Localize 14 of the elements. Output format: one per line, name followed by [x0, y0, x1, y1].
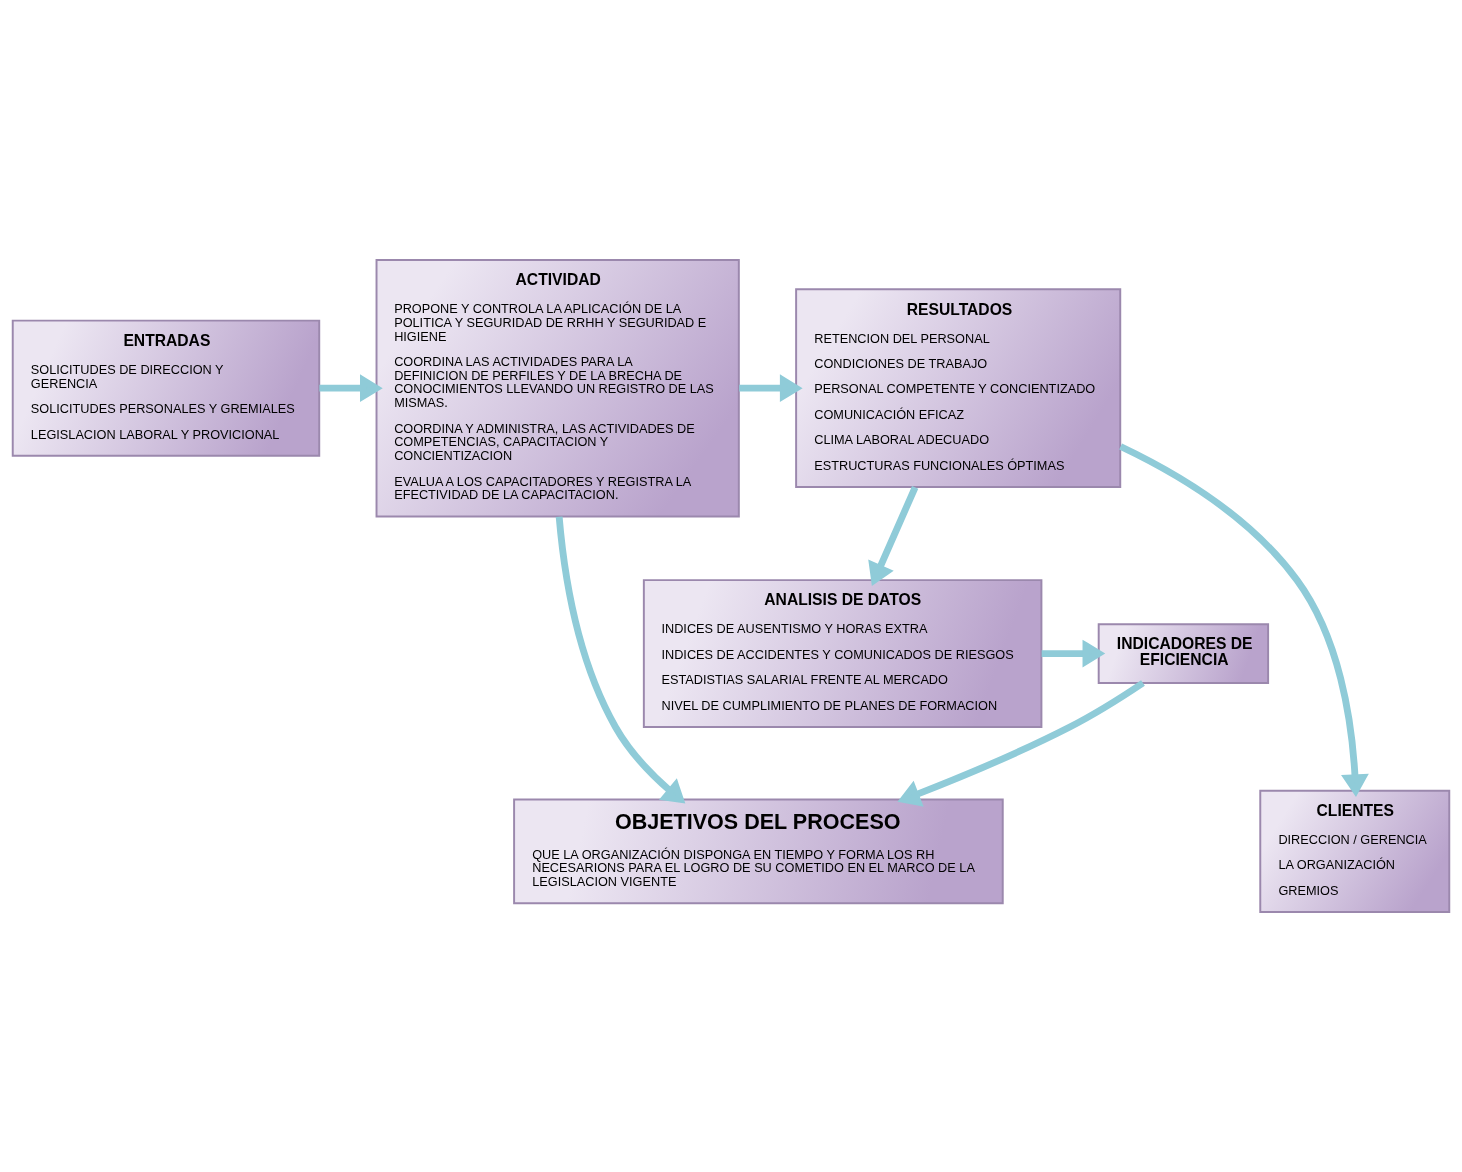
arrow	[555, 516, 686, 804]
arrow	[897, 680, 1145, 807]
node-box: OBJETIVOS DEL PROCESO QUE LA ORGANIZACIÓN DISPONGA EN TIEMPO Y FORMA LOS RH NECESARIONS PARA EL LOGRO DE SU COMETIDO EN EL MARCO DE LA LEGISLACION VIGENTE	[513, 798, 1004, 905]
arrow	[868, 485, 919, 586]
arrow	[319, 374, 383, 403]
arrow	[739, 374, 803, 403]
node-box: INDICADORES DE EFICIENCIA	[1097, 623, 1270, 684]
node-box: RESULTADOS RETENCION DEL PERSONAL CONDICIONES DE TRABAJO PERSONAL COMPETENTE Y CONCIENTIZADO COMUNICACIÓN EFICAZ CLIMA LABORAL ADECUADO ESTRUCTURAS FUNCIONALES ÓPTIMAS	[795, 288, 1122, 489]
node-box: CLIENTES DIRECCION / GERENCIA LA ORGANIZACIÓN GREMIOS	[1259, 789, 1451, 914]
node-box: ACTIVIDAD PROPONE Y CONTROLA LA APLICACIÓN DE LA POLITICA Y SEGURIDAD DE RRHH Y SEGURIDAD E HIGIENE COORDINA LAS ACTIVIDADES PARA LA DEFINICION DE PERFILES Y DE LA BRECHA DE CONOCIMIENTOS LLEVANDO UN REGISTRO DE LAS MISMAS. COORDINA Y ADMINISTRA, LAS ACTIVIDADES DE COMPETENCIAS, CAPACITACION Y CONCIENTIZACION EVALUA A LOS CAPACITADORES Y REGISTRA LA EFECTIVIDAD DE LA CAPACITACION.	[375, 258, 740, 518]
node-box: ANALISIS DE DATOS INDICES DE AUSENTISMO Y HORAS EXTRA INDICES DE ACCIDENTES Y COMUNICADOS DE RIESGOS ESTADISTIAS SALARIAL FRENTE AL MERCADO NIVEL DE CUMPLIMIENTO DE PLANES DE FORMACION	[642, 579, 1043, 728]
arrow	[1041, 639, 1106, 668]
arrow	[1119, 443, 1369, 797]
node-box: ENTRADAS SOLICITUDES DE DIRECCION Y GERENCIA SOLICITUDES PERSONALES Y GREMIALES LEGISLACION LABORAL Y PROVICIONAL	[11, 319, 321, 457]
